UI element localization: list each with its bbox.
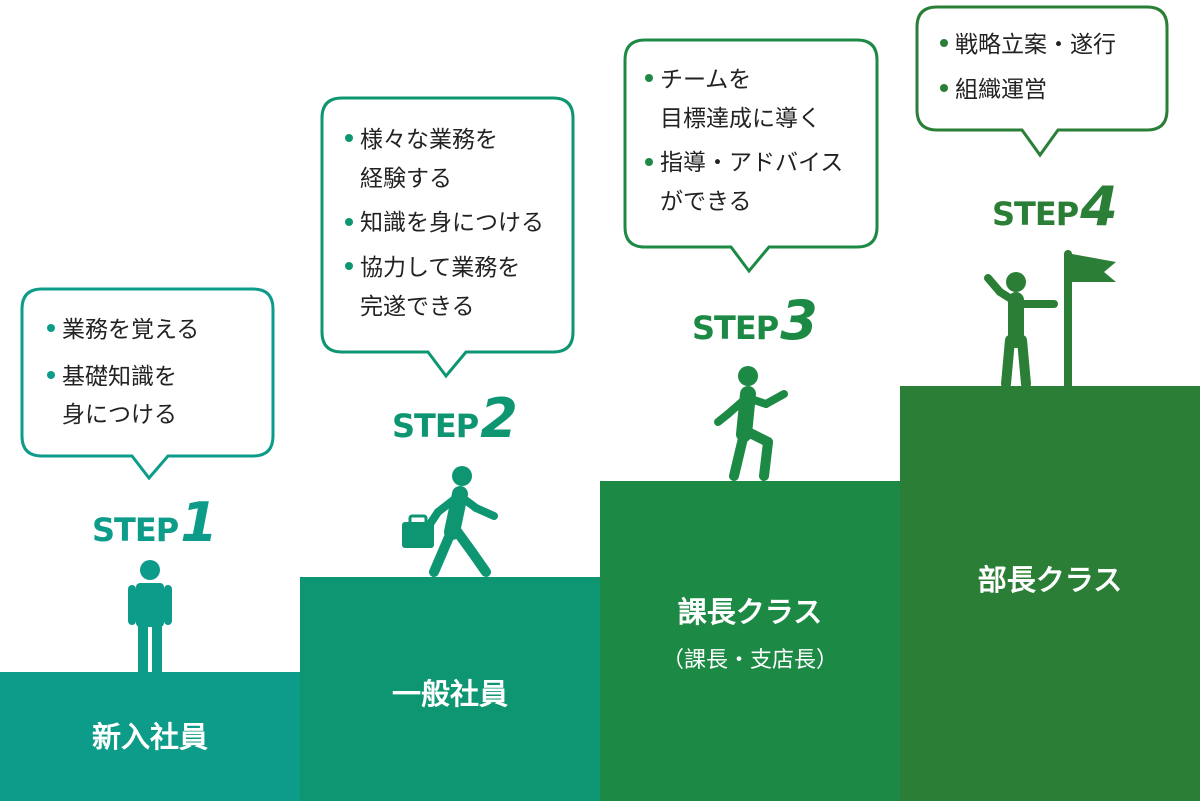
bubble-line: チームを <box>660 67 752 93</box>
bubble-item: 業務を覚える <box>44 311 199 350</box>
bubble-line: 経験する <box>360 165 452 192</box>
bullet-dot <box>345 262 353 271</box>
bubble-item: 基礎知識を 身につける <box>44 358 199 435</box>
bubble-item: チームを 目標達成に導く <box>642 61 843 138</box>
bubble-line: 様々な業務を <box>360 127 498 153</box>
step2-block-label: 一般社員 <box>391 677 508 711</box>
bullet-dot <box>940 83 948 92</box>
bubble-line: 知識を身につける <box>360 210 544 237</box>
bullet-dot <box>345 134 353 143</box>
bullet-dot <box>47 324 55 333</box>
bubble-item: 組織運営 <box>937 71 1116 110</box>
bubble-line: 目標達成に導く <box>660 105 821 132</box>
bubble-line: ができる <box>660 188 752 215</box>
step3-speech-bubble <box>623 38 879 274</box>
step-number: 2 <box>480 387 518 450</box>
step4-block-label: 部長クラス <box>977 563 1123 597</box>
bubble-line: 基礎知識を <box>62 363 177 390</box>
bubble-line: 完遂できる <box>360 293 475 320</box>
step-word: STEP <box>692 309 779 347</box>
bubble-line: 組織運営 <box>955 76 1047 103</box>
bubble-line: 業務を覚える <box>62 317 200 343</box>
step3-block-label: 課長クラス <box>677 595 823 629</box>
bubble-line: 指導・アドバイス <box>660 150 844 177</box>
step-number: 1 <box>180 491 218 554</box>
bubble-item: 様々な業務を 経験する <box>342 121 544 198</box>
step3-bubble-text: チームを 目標達成に導く 指導・アドバイス ができる <box>642 61 843 222</box>
bullet-dot <box>47 370 55 379</box>
step1-block: 新入社員 <box>0 672 300 801</box>
step-number: 3 <box>780 289 818 352</box>
climbing-person-icon <box>714 366 788 481</box>
bullet-dot <box>645 74 653 83</box>
step-word: STEP <box>92 511 179 549</box>
step2-block: 一般社員 <box>300 577 600 801</box>
step2-bubble-text: 様々な業務を 経験する 知識を身につける 協力して業務を 完遂できる <box>342 121 544 326</box>
step4-bubble-text: 戦略立案・遂行 組織運営 <box>937 26 1116 109</box>
bubble-item: 指導・アドバイス ができる <box>642 144 843 221</box>
person-with-flag-icon <box>984 250 1116 388</box>
bubble-item: 知識を身につける <box>342 204 544 243</box>
step4-block: 部長クラス <box>900 386 1200 801</box>
bullet-dot <box>345 217 353 226</box>
step1-title: STEP1 <box>92 496 218 550</box>
step1-block-label: 新入社員 <box>91 720 208 754</box>
step2-title: STEP2 <box>392 392 518 446</box>
standing-person-icon <box>128 560 172 674</box>
bullet-dot <box>940 39 948 48</box>
step4-speech-bubble <box>915 5 1169 158</box>
walking-person-briefcase-icon <box>402 466 498 577</box>
step-word: STEP <box>992 195 1079 233</box>
bubble-line: 戦略立案・遂行 <box>955 32 1116 58</box>
bubble-line: 協力して業務を <box>360 254 521 281</box>
step2-speech-bubble <box>320 96 575 379</box>
step3-title: STEP3 <box>692 294 818 348</box>
step3-block: 課長クラス （課長・支店長） <box>600 481 900 801</box>
step1-speech-bubble <box>20 287 275 481</box>
step4-title: STEP4 <box>992 180 1118 234</box>
bubble-item: 戦略立案・遂行 <box>937 26 1116 65</box>
bubble-item: 協力して業務を 完遂できる <box>342 249 544 326</box>
step1-bubble-text: 業務を覚える 基礎知識を 身につける <box>44 311 199 435</box>
step-word: STEP <box>392 407 479 445</box>
step-number: 4 <box>1080 175 1118 238</box>
step3-block-sublabel: （課長・支店長） <box>661 648 838 673</box>
bullet-dot <box>645 157 653 166</box>
bubble-line: 身につける <box>62 402 177 429</box>
